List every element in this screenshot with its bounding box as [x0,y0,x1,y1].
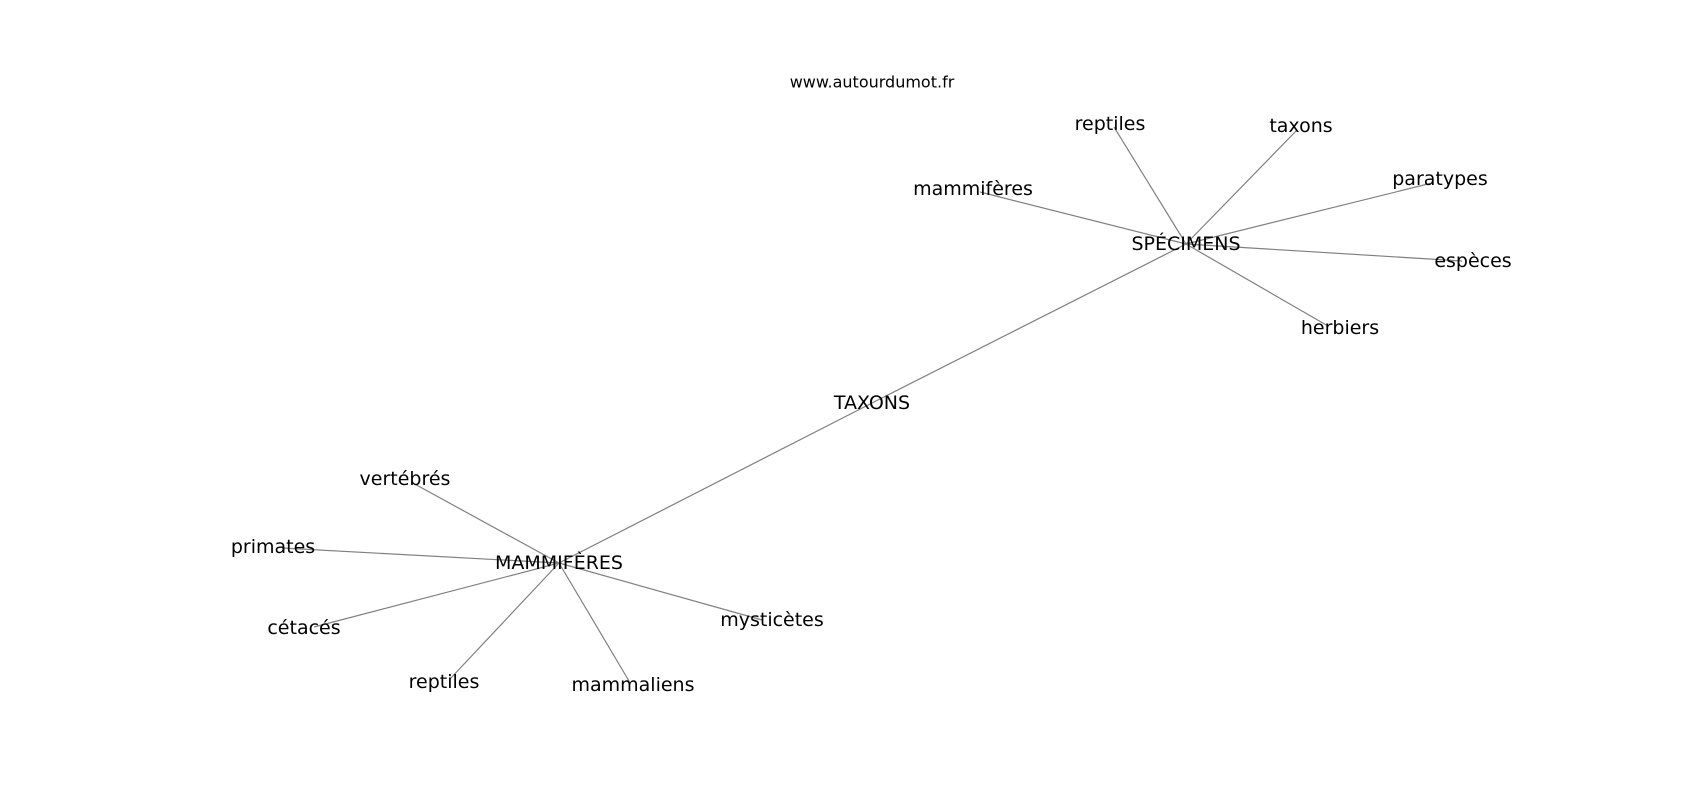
leaf-node-mysticetes[interactable]: mysticètes [720,609,824,631]
edge-center-to-mammiferes [558,402,873,564]
leaf-node-primates[interactable]: primates [231,536,315,558]
edge-specimens-to-mammiferes [979,191,1187,245]
graph-nodes: TAXONS SPÉCIMENS mammifères reptiles tax… [231,113,1512,696]
edge-specimens-to-reptiles [1113,126,1187,245]
site-url-label: www.autourdumot.fr [790,73,955,92]
edge-mammiferes-to-cetaces [313,562,560,628]
leaf-node-mammaliens[interactable]: mammaliens [572,674,695,696]
leaf-node-cetaces[interactable]: cétacés [267,617,340,639]
edge-mammiferes-to-mysticetes [558,562,763,621]
leaf-node-paratypes[interactable]: paratypes [1392,168,1488,190]
edge-specimens-to-herbiers [1185,243,1329,327]
edge-mammiferes-to-primates [281,547,560,564]
leaf-node-reptiles[interactable]: reptiles [1075,113,1146,135]
leaf-node-mammiferes[interactable]: mammifères [913,178,1033,200]
edge-mammiferes-to-vertebres [410,481,560,564]
edge-specimens-to-especes [1185,243,1463,262]
edge-center-to-specimens [871,243,1187,404]
edge-specimens-to-taxons [1185,129,1298,245]
hub-node-mammiferes[interactable]: MAMMIFÈRES [495,551,623,574]
edge-mammiferes-to-mammaliens [558,562,630,682]
leaf-node-especes[interactable]: espèces [1434,250,1511,272]
leaf-node-reptiles-2[interactable]: reptiles [409,671,480,693]
leaf-node-herbiers[interactable]: herbiers [1301,317,1379,339]
leaf-node-vertebres[interactable]: vertébrés [360,468,451,490]
graph-edges [281,126,1463,682]
leaf-node-taxons[interactable]: taxons [1269,115,1332,137]
hub-node-specimens[interactable]: SPÉCIMENS [1131,232,1240,255]
edge-specimens-to-paratypes [1185,182,1433,245]
center-node-taxons[interactable]: TAXONS [833,392,910,414]
edge-mammiferes-to-reptiles [449,562,560,680]
